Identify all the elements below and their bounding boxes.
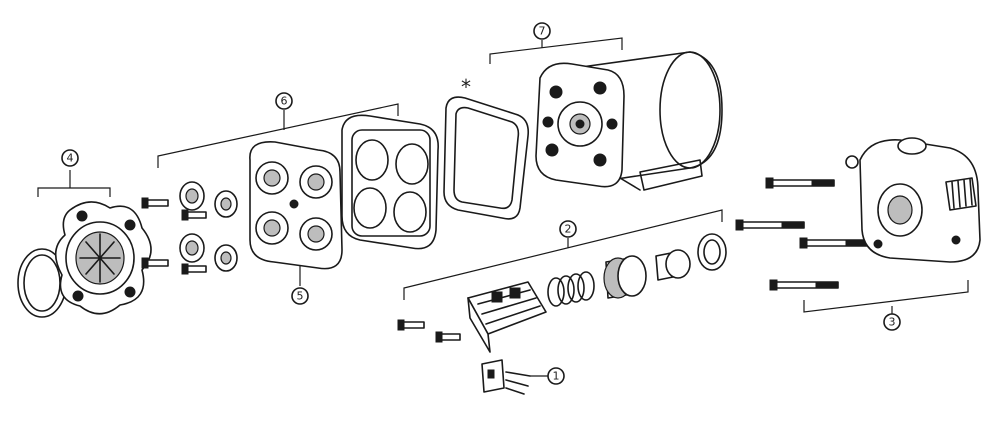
svg-text:7: 7 (539, 25, 546, 38)
callout-3-leader (803, 280, 969, 314)
svg-text:1: 1 (553, 370, 560, 383)
switch-screws (397, 319, 461, 343)
svg-text:6: 6 (281, 95, 288, 108)
svg-text:5: 5 (297, 290, 304, 303)
callout-5: 5 (291, 287, 309, 305)
asterisk-mark: * (461, 75, 471, 99)
housing-bolts (735, 177, 869, 291)
callout-2: 2 (559, 220, 577, 238)
svg-text:2: 2 (565, 223, 572, 236)
callout-6-leader (157, 103, 399, 168)
callout-3: 3 (883, 313, 901, 331)
pump-head-cover (54, 201, 152, 315)
callout-7-leader (489, 37, 623, 64)
callout-4-leader (37, 170, 111, 197)
switch-plunger (603, 255, 647, 299)
callout-4: 4 (61, 149, 79, 167)
valve-screws (141, 197, 207, 275)
callout-6: 6 (275, 92, 293, 110)
callout-2-leader (403, 209, 723, 300)
switch-ring (697, 233, 727, 271)
microswitch (481, 359, 531, 395)
callout-7: 7 (533, 22, 551, 40)
diaphragm-plate (249, 141, 343, 270)
pressure-switch (467, 281, 547, 353)
valve-pistons (179, 181, 238, 272)
spring (547, 271, 595, 307)
switch-cap (655, 249, 691, 281)
callout-1: 1 (547, 367, 565, 385)
motor (535, 51, 723, 191)
svg-text:3: 3 (889, 316, 896, 329)
valve-housing (341, 114, 439, 250)
svg-text:4: 4 (67, 152, 74, 165)
gasket (443, 96, 530, 220)
end-housing (845, 137, 981, 263)
